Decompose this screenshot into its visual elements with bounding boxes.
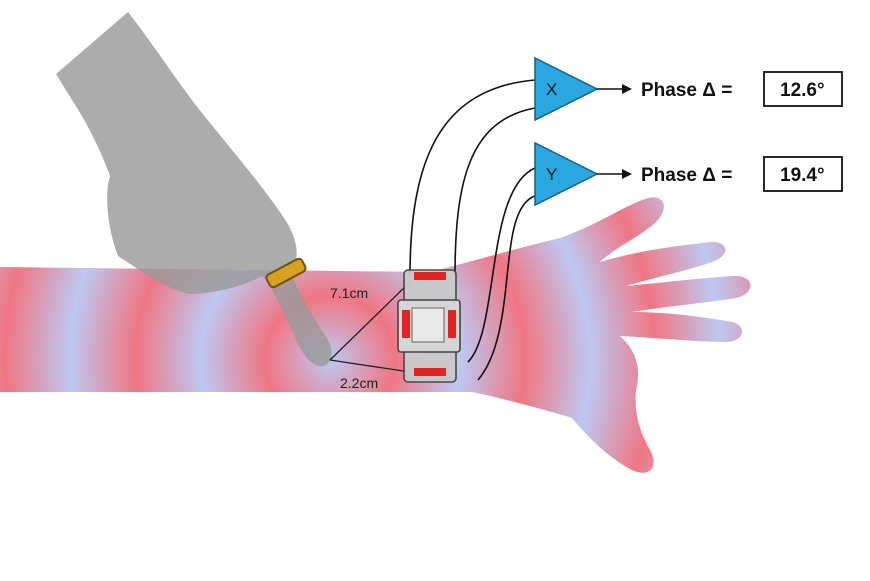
ring-icon — [265, 257, 307, 289]
wristband-sensor-icon — [397, 269, 461, 383]
phase-label-x: Phase Δ = — [641, 80, 732, 101]
phase-value-box-x — [763, 71, 843, 107]
phase-value-x: 12.6° — [780, 80, 825, 101]
sensor-pad-bottom — [414, 368, 446, 376]
distance-top-label: 7.1cm — [330, 285, 368, 301]
sensor-pad-right — [448, 310, 456, 338]
sensor-wires — [409, 79, 536, 381]
phase-label-y: Phase Δ = — [641, 165, 732, 186]
amplifier-y-label: Y — [546, 165, 557, 184]
amplifier-x-label: X — [546, 80, 557, 99]
distance-triangle: 7.1cm 2.2cm — [329, 281, 411, 391]
pointing-hand-icon — [56, 12, 332, 367]
phase-value-y: 19.4° — [780, 165, 825, 186]
distance-bottom-label: 2.2cm — [340, 375, 378, 391]
sensor-pad-top — [414, 272, 446, 280]
amplifier-x: X Phase Δ = 12.6° — [534, 56, 843, 122]
amplifier-y: Y Phase Δ = 19.4° — [534, 141, 843, 207]
sensor-pad-left — [402, 310, 410, 338]
phase-value-box-y — [763, 156, 843, 192]
